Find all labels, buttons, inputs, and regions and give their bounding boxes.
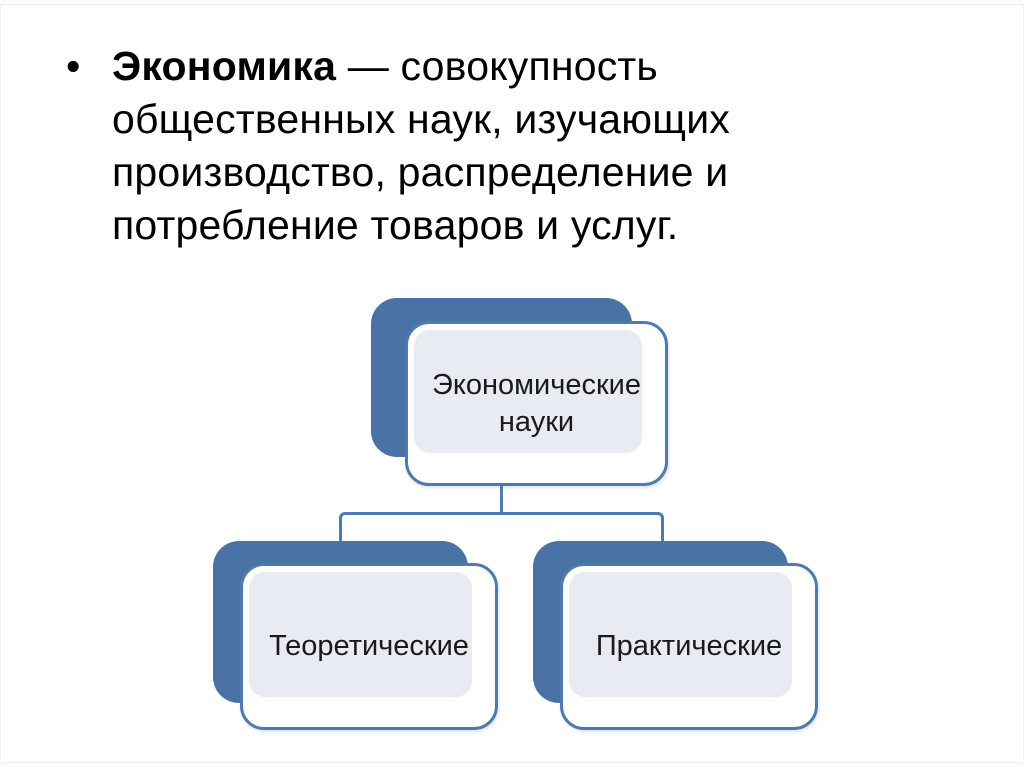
node-root-label: Экономические науки [431,368,642,438]
node-root: Экономические науки [405,321,668,486]
node-theoretical-panel [249,572,472,697]
node-practical: Практические [560,563,818,730]
node-practical-panel [569,572,792,697]
node-theoretical: Теоретические [240,563,498,730]
connector-branch-bracket [339,512,664,542]
node-theoretical-label: Теоретические [269,630,469,662]
slide-bottom-edge [0,762,1024,767]
connector-root-stub [500,486,503,514]
bullet-paragraph: • Экономика — совокупность общественных … [66,40,811,252]
definition-term: Экономика [112,43,337,89]
node-root-panel [414,330,642,453]
definition-rest: — совокупность общественных наук, изучаю… [112,43,730,248]
bullet-marker: • [66,43,81,89]
definition-text: Экономика — совокупность общественных на… [112,40,811,252]
slide-left-edge [0,4,1,763]
slide-top-edge [0,0,1024,5]
node-practical-label: Практические [595,630,783,662]
